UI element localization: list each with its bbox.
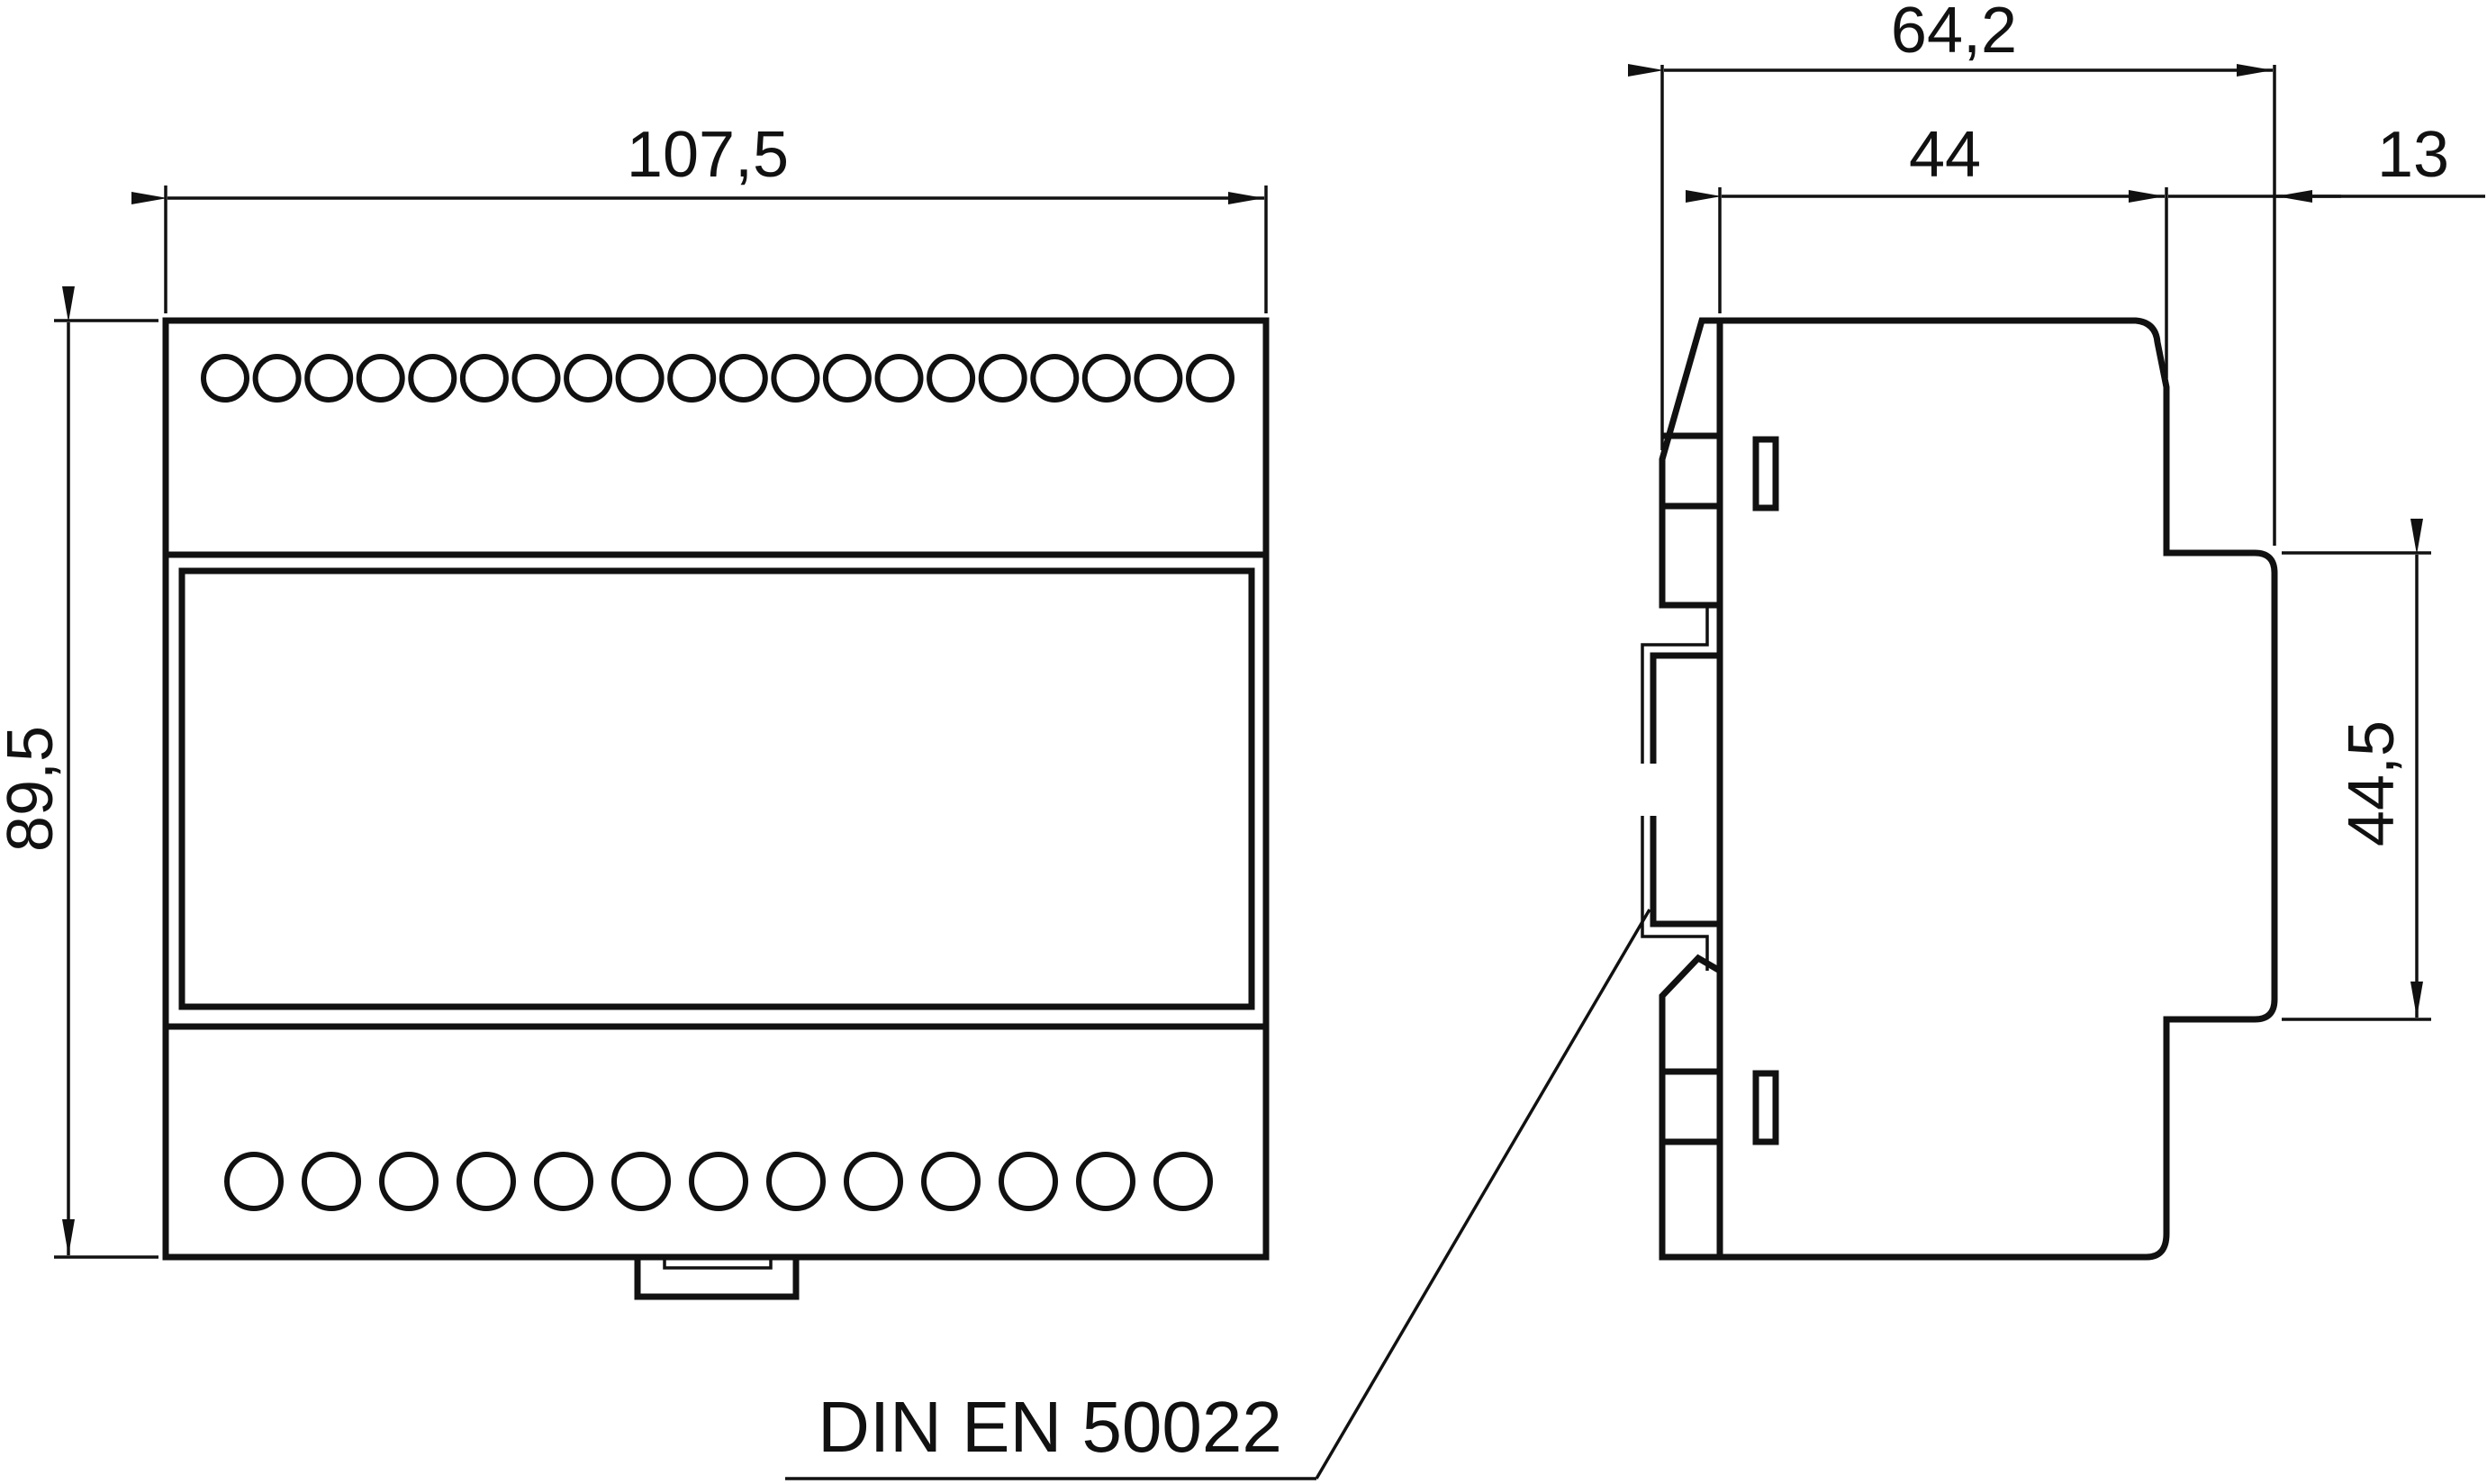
top-terminal-5 bbox=[408, 354, 457, 403]
side-body-outline bbox=[1716, 317, 2278, 1261]
top-terminal-13 bbox=[822, 354, 872, 403]
top-terminal-19 bbox=[1134, 354, 1183, 403]
side-view: 64,2 44 13 44,5 bbox=[1628, 0, 2485, 1261]
side-front-height-label: 44,5 bbox=[2336, 720, 2408, 846]
rail-standard-label: DIN EN 50022 bbox=[818, 1387, 1282, 1467]
upper-latch bbox=[1752, 436, 1779, 511]
bottom-terminal-8 bbox=[766, 1152, 826, 1211]
din-rail-inner-lower bbox=[1641, 816, 1709, 971]
bottom-terminal-12 bbox=[1076, 1152, 1135, 1211]
din-clip-inner bbox=[663, 1257, 773, 1270]
front-height-label: 89,5 bbox=[0, 726, 67, 852]
lower-latch bbox=[1752, 1070, 1779, 1145]
top-terminal-2 bbox=[252, 354, 302, 403]
front-window bbox=[178, 567, 1255, 1010]
top-terminal-1 bbox=[201, 354, 249, 403]
front-housing-outline bbox=[162, 317, 1270, 1261]
bottom-terminal-5 bbox=[534, 1152, 593, 1211]
top-terminal-18 bbox=[1081, 354, 1131, 403]
side-total-depth-label: 64,2 bbox=[1891, 0, 2017, 67]
top-terminal-9 bbox=[615, 354, 665, 403]
bottom-terminal-6 bbox=[611, 1152, 671, 1211]
top-terminal-6 bbox=[459, 354, 509, 403]
callout-leader-diagonal bbox=[1315, 909, 1651, 1479]
top-terminal-10 bbox=[667, 354, 717, 403]
top-terminal-15 bbox=[927, 354, 976, 403]
din-rail bbox=[1650, 605, 1723, 764]
din-rail-inner bbox=[1641, 605, 1709, 764]
top-terminal-12 bbox=[771, 354, 820, 403]
top-terminal-20 bbox=[1186, 354, 1234, 403]
top-terminal-16 bbox=[978, 354, 1027, 403]
rail-callout: DIN EN 50022 bbox=[785, 909, 1651, 1480]
top-terminal-17 bbox=[1030, 354, 1080, 403]
bottom-terminal-4 bbox=[457, 1152, 516, 1211]
top-terminal-14 bbox=[874, 354, 924, 403]
din-clip bbox=[634, 1257, 800, 1300]
top-terminal-3 bbox=[304, 354, 354, 403]
bottom-terminal-13 bbox=[1153, 1152, 1213, 1211]
bottom-terminal-row bbox=[224, 1152, 1213, 1211]
bottom-terminal-2 bbox=[302, 1152, 361, 1211]
side-front-depth-label: 13 bbox=[2377, 119, 2449, 191]
front-width-label: 107,5 bbox=[627, 119, 789, 191]
side-body-depth-label: 44 bbox=[1909, 119, 1981, 191]
top-terminal-4 bbox=[356, 354, 405, 403]
top-terminal-8 bbox=[564, 354, 613, 403]
bottom-terminal-7 bbox=[689, 1152, 748, 1211]
side-rear-profile bbox=[1659, 317, 1720, 609]
top-terminal-7 bbox=[511, 354, 561, 403]
bottom-terminal-11 bbox=[999, 1152, 1058, 1211]
bottom-terminal-3 bbox=[379, 1152, 439, 1211]
side-rear-profile-lower bbox=[1659, 954, 1722, 1261]
front-view: 107,5 89,5 bbox=[0, 119, 1270, 1300]
top-terminal-row bbox=[201, 354, 1234, 403]
bottom-terminal-9 bbox=[844, 1152, 903, 1211]
top-terminal-11 bbox=[719, 354, 768, 403]
din-rail-lower bbox=[1650, 816, 1723, 971]
bottom-terminal-10 bbox=[921, 1152, 981, 1211]
bottom-terminal-1 bbox=[224, 1152, 284, 1211]
